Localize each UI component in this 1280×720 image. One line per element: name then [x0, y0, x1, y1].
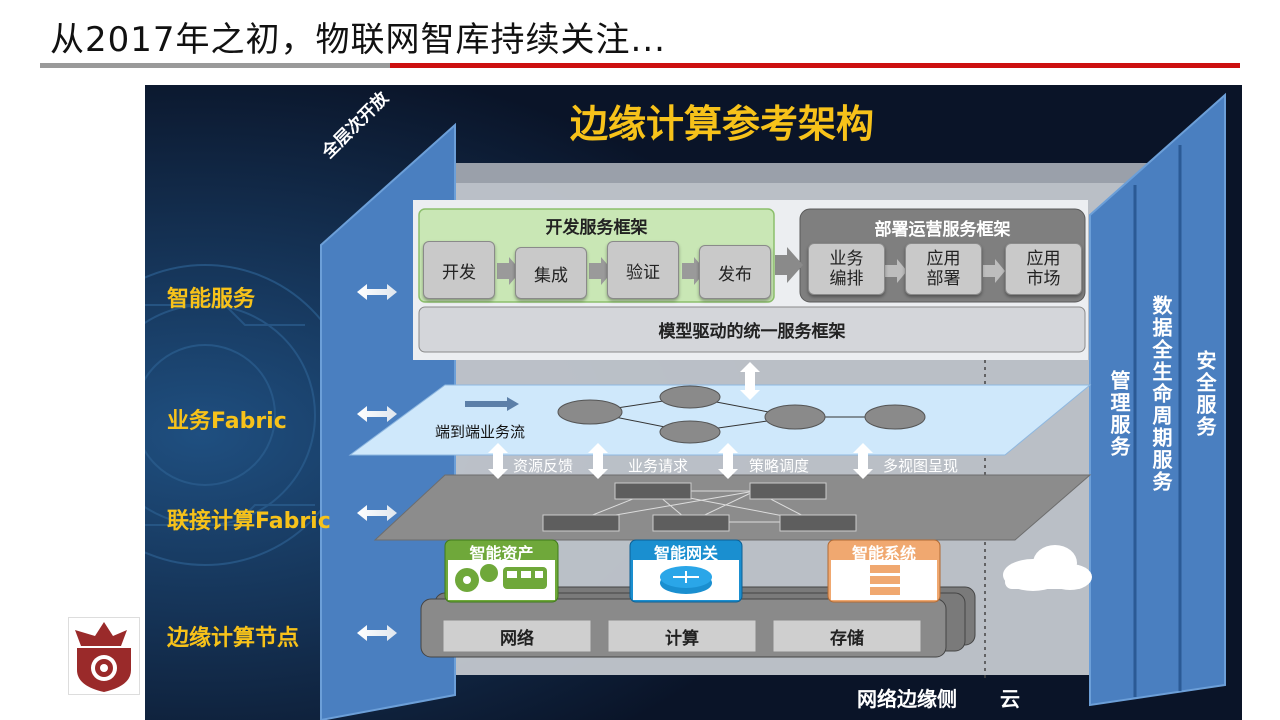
dev-step-release: 发布 [699, 245, 771, 299]
edge-architecture-diagram: 边缘计算参考架构 全层次开放 智能服务 业务Fabric 联接计算Fabric … [145, 85, 1242, 720]
compute-chips [542, 482, 857, 532]
diagram-graphics [145, 85, 1242, 720]
compute-fabric-plane [373, 474, 1092, 541]
server-icon [870, 565, 900, 595]
right-col-security: 安全服务 [1193, 350, 1217, 438]
cloud-icon [1003, 545, 1092, 591]
unified-framework-box [418, 306, 1086, 353]
logo [68, 617, 140, 695]
resource-network-box [442, 619, 592, 653]
business-fabric-plane [348, 384, 1092, 456]
interaction-policy-scheduling: 策略调度 [749, 457, 810, 475]
diagram-title: 边缘计算参考架构 [570, 102, 875, 146]
interaction-resource-feedback: 资源反馈 [513, 457, 574, 475]
resource-compute-box [607, 619, 757, 653]
left-double-arrows [357, 284, 397, 641]
slide-title: 从2017年之初，物联网智库持续关注... [50, 20, 666, 60]
right-col-data-lifecycle: 数据全生命周期服务 [1149, 295, 1173, 493]
layer-label-compute-fabric: 联接计算Fabric [167, 509, 331, 534]
bottom-label-edge-side: 网络边缘侧 [857, 687, 957, 711]
node-type-gateway: 智能网关 [653, 544, 718, 563]
resource-network: 网络 [500, 628, 534, 649]
resource-storage-box [772, 619, 922, 653]
dev-step-integrate: 集成 [515, 247, 587, 299]
deploy-framework-title: 部署运营服务框架 [874, 220, 1011, 240]
router-icon [660, 566, 712, 594]
deploy-item-app-deploy: 应用 部署 [905, 243, 982, 295]
main-frame-top [395, 163, 1185, 183]
interaction-multi-view: 多视图呈现 [883, 457, 959, 475]
gears-icon [455, 564, 547, 592]
bottom-label-cloud: 云 [1000, 687, 1020, 711]
dev-framework-title: 开发服务框架 [545, 218, 648, 238]
title-rule-gray [40, 63, 390, 68]
logo-emblem-icon [75, 622, 131, 692]
dev-step-develop: 开发 [423, 241, 495, 299]
deploy-item-app-market: 应用 市场 [1005, 243, 1082, 295]
node-type-asset: 智能资产 [469, 544, 534, 563]
unified-framework-label: 模型驱动的统一服务框架 [658, 322, 846, 342]
right-service-panel [1089, 92, 1226, 707]
layer-label-smart-services: 智能服务 [167, 287, 256, 312]
resource-storage: 存储 [830, 628, 864, 649]
title-rule-red [390, 63, 1240, 68]
interaction-business-request: 业务请求 [628, 457, 689, 475]
node-type-system: 智能系统 [851, 544, 916, 563]
dev-step-verify: 验证 [607, 241, 679, 299]
layer-label-business-fabric: 业务Fabric [167, 409, 287, 434]
deploy-item-orchestration: 业务 编排 [808, 243, 885, 295]
flow-label: 端到端业务流 [435, 423, 526, 441]
resource-compute: 计算 [665, 628, 699, 649]
vertical-double-arrows [488, 362, 873, 479]
layer-label-edge-nodes: 边缘计算节点 [167, 626, 300, 651]
business-flow-nodes [557, 385, 926, 444]
right-col-management: 管理服务 [1107, 370, 1131, 458]
